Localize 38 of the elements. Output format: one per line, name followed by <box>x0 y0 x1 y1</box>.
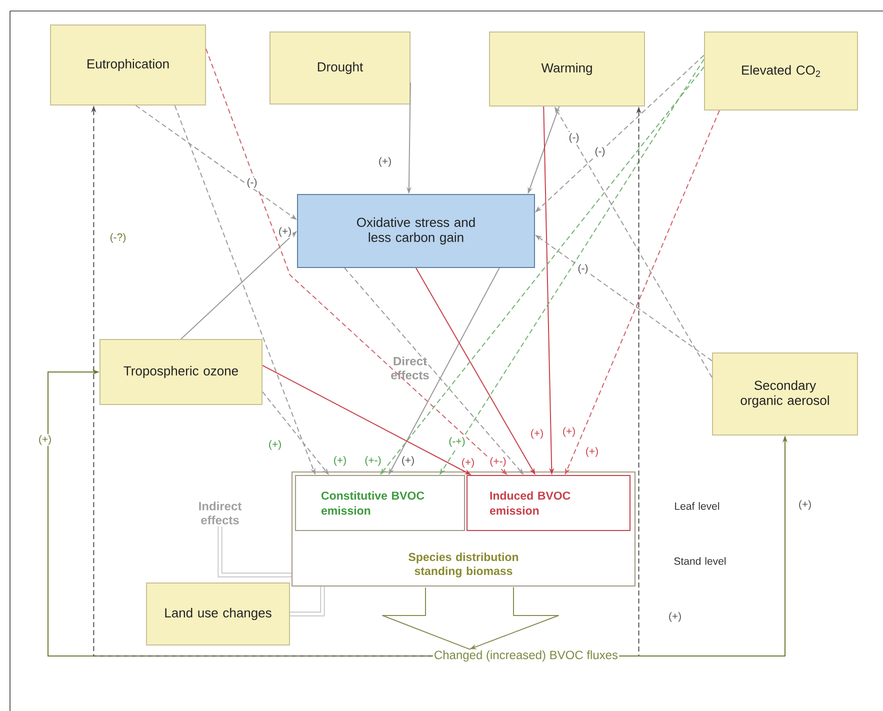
edge-label: (+) <box>400 455 416 467</box>
stress-box: Oxidative stress and less carbon gain <box>297 194 535 268</box>
connector <box>290 586 325 616</box>
edge-label: (+-) <box>488 456 508 468</box>
block-arrow <box>382 587 559 650</box>
edge-label: (-) <box>576 263 590 275</box>
edge-label: (-) <box>568 132 580 144</box>
edge-label: (-) <box>246 177 258 189</box>
cause-box: Tropospheric ozone <box>100 339 262 405</box>
edge-label: (+) <box>332 455 348 467</box>
cause-box: Elevated CO$_{2}$ <box>704 32 858 110</box>
level-label: Stand level <box>674 557 726 565</box>
edge-label: (-?) <box>108 232 128 244</box>
edge-label: (+) <box>667 611 683 623</box>
cause-box: Warming <box>489 32 645 106</box>
cause-box: Eutrophication <box>50 24 206 106</box>
edge-label: (+) <box>37 434 53 446</box>
edge-label: (+) <box>529 428 545 440</box>
edge-label: (+) <box>584 446 600 458</box>
edge-label: (+) <box>561 426 577 438</box>
edge-label: (-+) <box>448 436 466 448</box>
edge-label: (+) <box>377 156 393 168</box>
effects-label: Direct effects <box>391 356 429 380</box>
emission-box: Constitutive BVOC emission <box>295 475 465 531</box>
cause-box: Secondary organic aerosol <box>712 352 858 436</box>
edge-label: (+) <box>277 226 293 238</box>
edge-label: (+-) <box>364 455 382 467</box>
emission-box: Induced BVOC emission <box>466 475 630 531</box>
flux-label: Changed (increased) BVOC fluxes <box>434 650 618 662</box>
edge-label: (+) <box>797 499 813 511</box>
edge-label: (+) <box>460 457 476 469</box>
edge-label: (-) <box>594 146 606 158</box>
effects-label: Indirect effects <box>199 502 242 524</box>
cause-box: Land use changes <box>146 582 290 646</box>
cause-box: Drought <box>270 32 410 104</box>
connector <box>218 526 292 578</box>
edge-label: (+) <box>267 439 283 451</box>
level-label: Leaf level <box>675 502 720 510</box>
